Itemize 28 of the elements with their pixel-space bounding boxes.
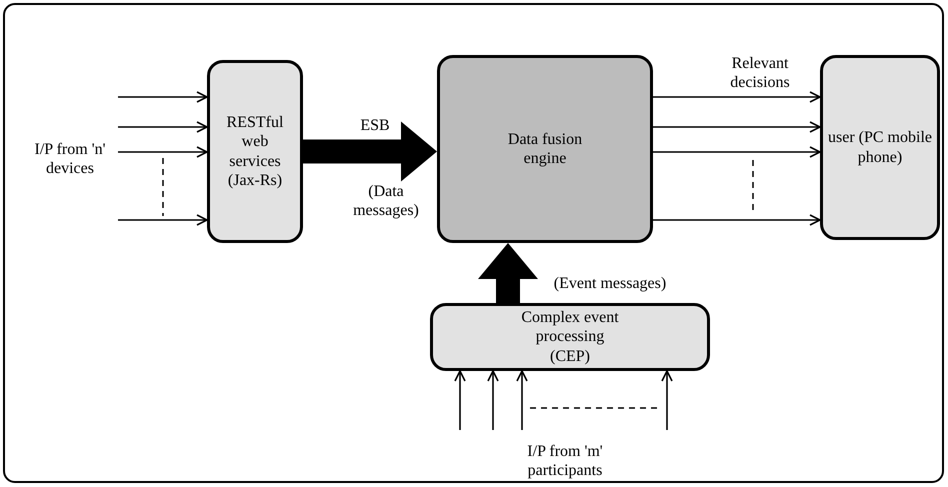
arrow bbox=[118, 214, 208, 226]
arrow bbox=[118, 121, 208, 133]
process-box bbox=[207, 60, 303, 243]
node-text: RESTful web services (Jax-Rs) bbox=[226, 113, 284, 190]
process-box bbox=[437, 55, 653, 243]
arrow bbox=[653, 91, 821, 103]
arrow bbox=[516, 370, 528, 430]
edge-label: ESB bbox=[359, 116, 391, 136]
process-box bbox=[430, 303, 710, 371]
annotation-text: Relevant decisions bbox=[729, 54, 791, 92]
arrow bbox=[118, 91, 208, 103]
process-box bbox=[820, 55, 940, 240]
arrow bbox=[653, 214, 821, 226]
block-arrow bbox=[478, 243, 538, 303]
block-arrow bbox=[303, 122, 437, 182]
arrow bbox=[487, 370, 499, 430]
edge-label: (Event messages) bbox=[552, 274, 668, 294]
node-text: Complex event processing (CEP) bbox=[520, 308, 620, 366]
arrow bbox=[661, 370, 673, 430]
node-text: user (PC mobile phone) bbox=[828, 128, 932, 167]
arrow bbox=[653, 121, 821, 133]
node-text: I/P from 'n' devices bbox=[34, 140, 106, 178]
arrow bbox=[118, 146, 208, 158]
node-text: I/P from 'm' participants bbox=[526, 442, 604, 480]
node-text: Data fusion engine bbox=[506, 130, 584, 168]
annotation-text: (Data messages) bbox=[352, 182, 420, 220]
arrow bbox=[653, 146, 821, 158]
arrow bbox=[454, 370, 466, 430]
